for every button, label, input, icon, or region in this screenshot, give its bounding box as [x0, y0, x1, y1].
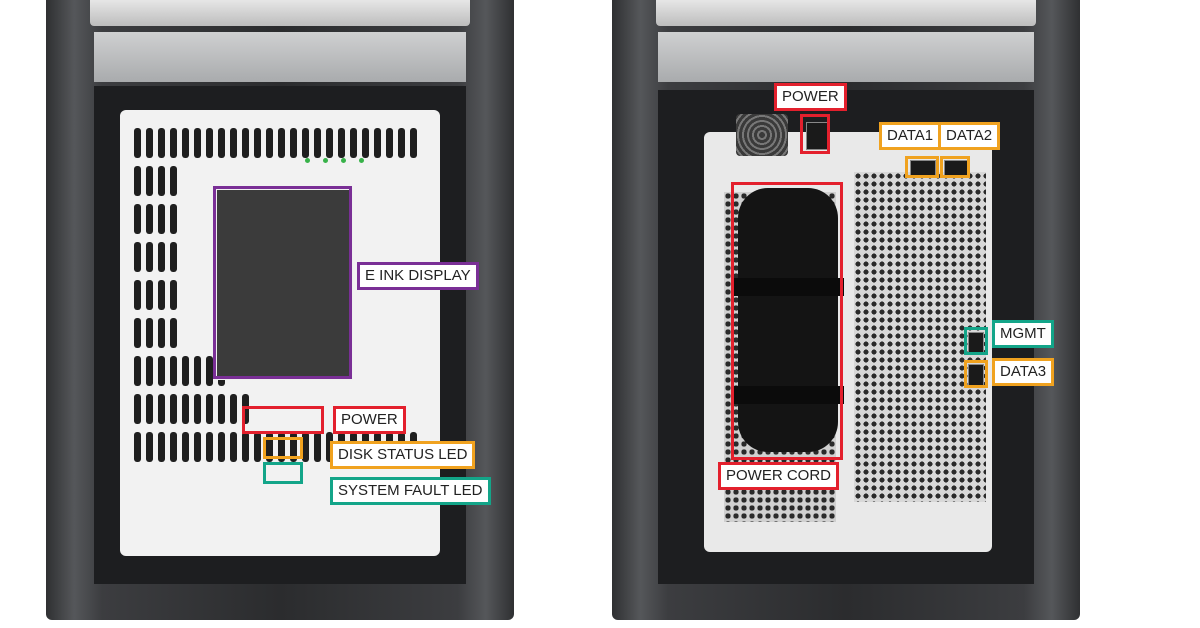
data3-label: DATA3 — [992, 358, 1055, 386]
power-cord-label: POWER CORD — [718, 462, 839, 490]
power-cord — [738, 188, 838, 452]
status-led-2 — [323, 158, 328, 163]
status-led-3 — [341, 158, 346, 163]
front-vents — [134, 128, 426, 538]
fan-grille — [736, 114, 788, 156]
cord-strap-bottom — [734, 386, 844, 404]
top-handle — [90, 0, 470, 26]
front-power-label: POWER — [333, 406, 406, 434]
mgmt-label: MGMT — [992, 320, 1054, 348]
data1-outline — [905, 156, 939, 178]
system-fault-led-outline — [263, 462, 303, 484]
system-fault-led-label: SYSTEM FAULT LED — [330, 477, 491, 505]
cord-strap-top — [734, 278, 844, 296]
status-led-4 — [359, 158, 364, 163]
status-led-1 — [305, 158, 310, 163]
eink-display-label: E INK DISPLAY — [357, 262, 479, 290]
data3-outline — [964, 360, 988, 388]
top-lip — [94, 32, 466, 82]
eink-display-outline — [213, 186, 352, 379]
data2-outline — [940, 156, 970, 178]
rear-power-outline — [800, 114, 830, 154]
disk-status-led-label: DISK STATUS LED — [330, 441, 476, 469]
data1-label: DATA1 — [879, 122, 942, 150]
eink-display — [215, 188, 353, 380]
power-cord-outline — [731, 182, 843, 460]
power-button-outline[interactable] — [242, 406, 324, 434]
rear-power-label: POWER — [774, 83, 847, 111]
top-handle-rear — [656, 0, 1036, 26]
mgmt-outline — [964, 327, 988, 355]
data2-label: DATA2 — [938, 122, 1001, 150]
disk-status-led-outline — [263, 437, 303, 459]
top-lip-rear — [658, 32, 1034, 82]
